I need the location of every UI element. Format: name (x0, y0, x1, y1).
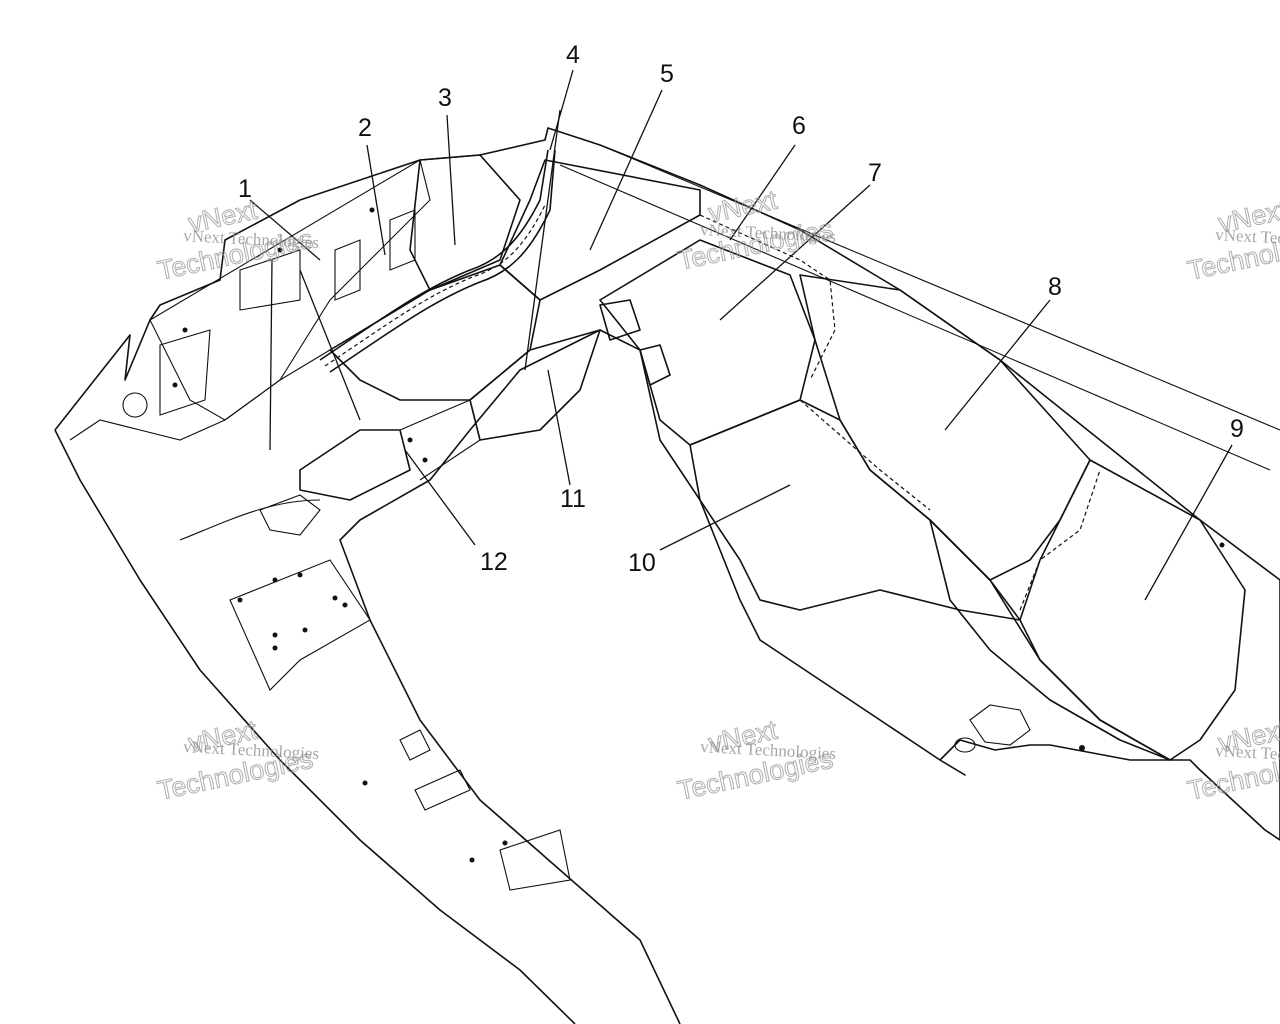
rails (299, 149, 671, 501)
panel-5 (499, 159, 701, 301)
callout-5: 5 (660, 60, 674, 88)
callout-11: 11 (560, 485, 586, 513)
mounting-holes (237, 542, 1225, 863)
hatched-panels (329, 154, 1246, 761)
panel-11 (469, 329, 601, 441)
panel-10-lower (929, 519, 1171, 761)
watermark-small: vNext Technologies (183, 737, 320, 763)
callout-3: 3 (438, 84, 452, 112)
callout-2: 2 (358, 114, 372, 142)
panel-3 (409, 154, 521, 291)
panel-7 (599, 239, 816, 446)
panel-8 (799, 274, 1091, 581)
callout-6: 6 (792, 112, 806, 140)
callout-4: 4 (566, 41, 580, 69)
callout-8: 8 (1048, 273, 1062, 301)
left-wall-panel (122, 159, 431, 421)
leader-lines (249, 69, 1233, 601)
watermark-small: vNext Technologies (700, 737, 837, 763)
callout-labels: 1 2 3 4 5 6 7 8 9 10 11 12 (238, 41, 1244, 577)
panel-10 (689, 399, 1021, 621)
callout-12: 12 (480, 548, 508, 576)
callout-10: 10 (628, 549, 656, 577)
callout-7: 7 (868, 159, 882, 187)
dashed-lines (689, 214, 1101, 611)
callout-9: 9 (1230, 415, 1244, 443)
watermarks: Technologies vNext vNext Technologies Te… (155, 184, 1280, 806)
callout-1: 1 (238, 175, 252, 203)
panel-9 (1019, 459, 1246, 761)
